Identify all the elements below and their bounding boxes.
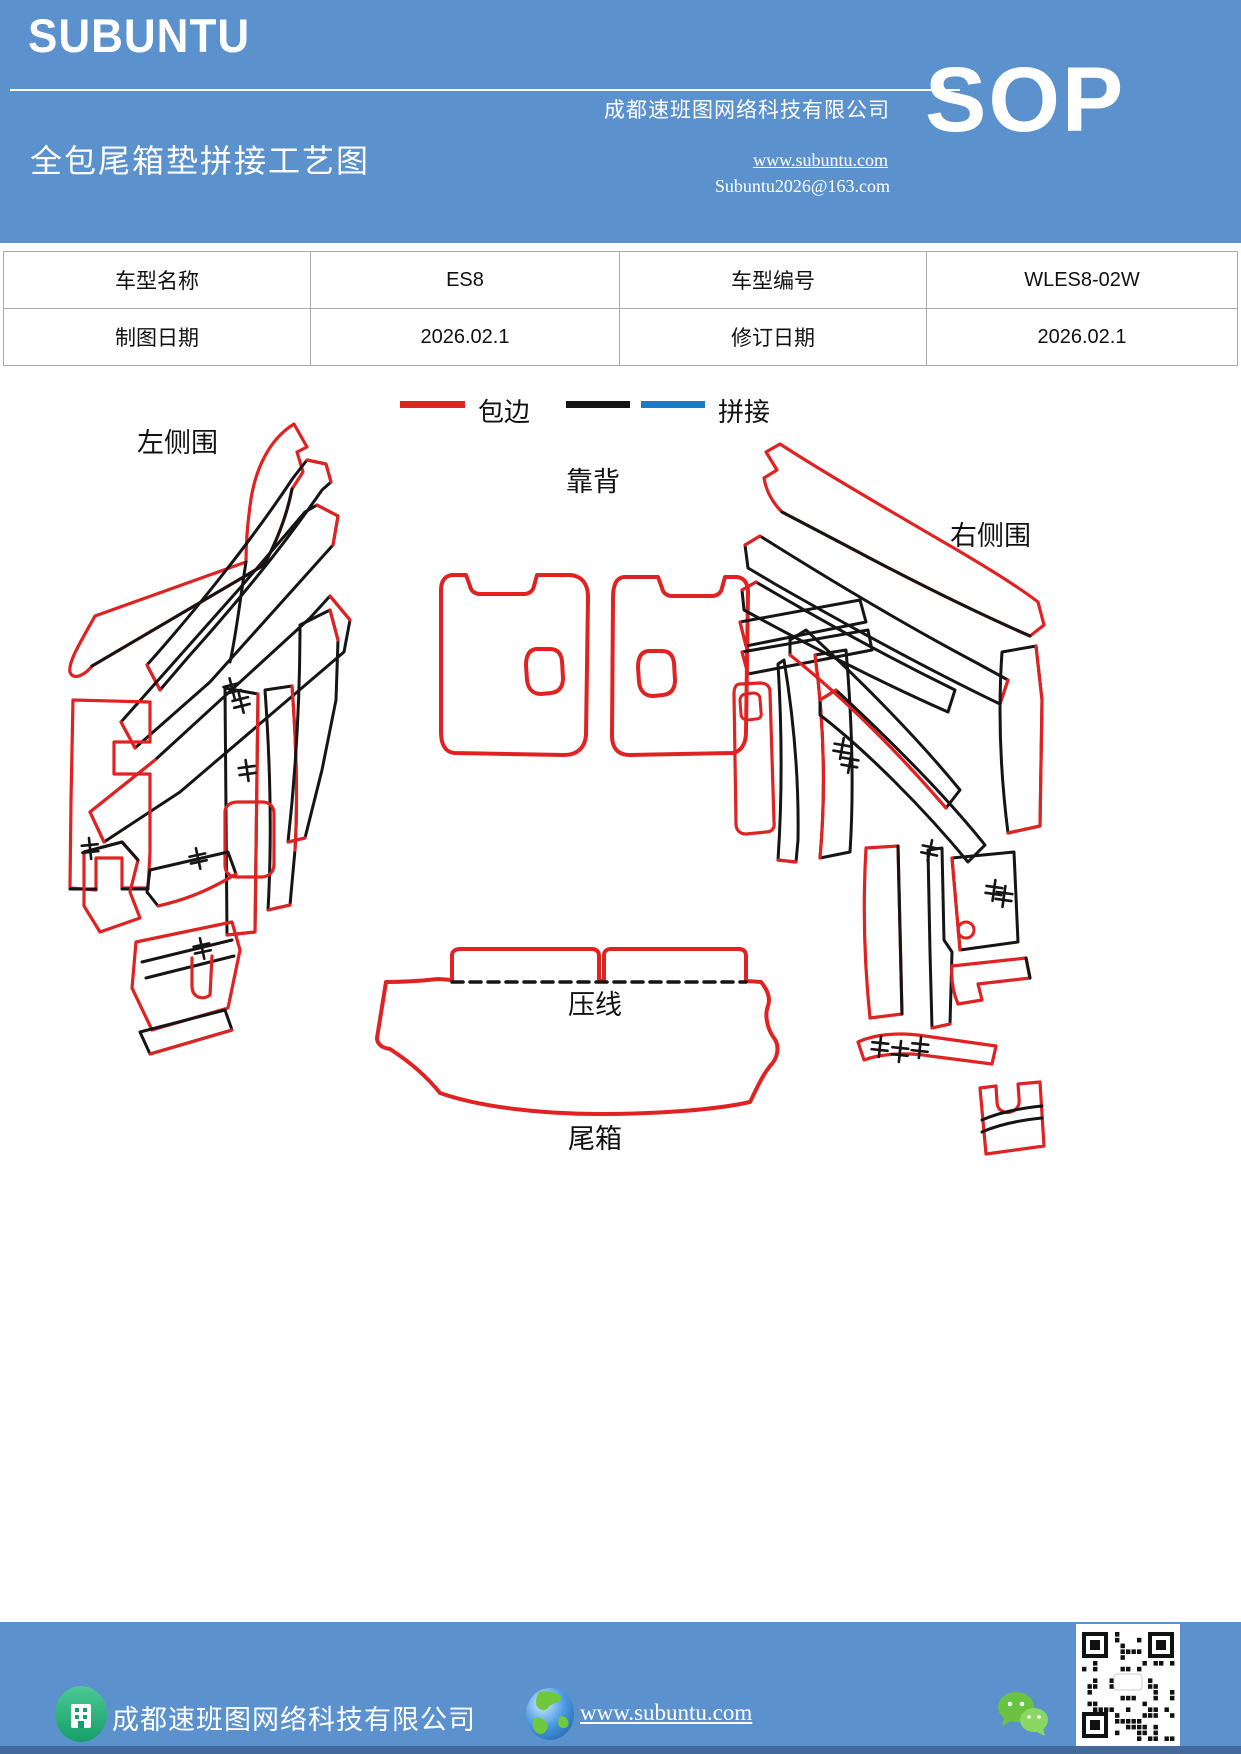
vehicle-info-table: 车型名称 ES8 车型编号 WLES8-02W 制图日期 2026.02.1 修… bbox=[3, 251, 1238, 366]
draw-date-label: 制图日期 bbox=[4, 309, 311, 366]
left-side-pieces bbox=[68, 422, 352, 1056]
legend-splice-blue-line bbox=[641, 401, 705, 408]
company-logo: SUBUNTU bbox=[28, 9, 251, 63]
legend-splice-label: 拼接 bbox=[718, 398, 771, 427]
model-code-label: 车型编号 bbox=[620, 252, 927, 309]
page-title: 全包尾箱垫拼接工艺图 bbox=[30, 143, 371, 179]
revise-date-label: 修订日期 bbox=[620, 309, 927, 366]
trunk-piece bbox=[375, 947, 780, 1116]
right-side-pieces bbox=[732, 442, 1046, 1156]
model-code-value: WLES8-02W bbox=[927, 252, 1238, 309]
label-right-side: 右侧围 bbox=[950, 521, 1031, 551]
qr-code bbox=[1076, 1624, 1180, 1746]
header-website-link[interactable]: www.subuntu.com bbox=[753, 150, 888, 170]
label-press-line: 压线 bbox=[568, 990, 622, 1020]
label-backrest: 靠背 bbox=[566, 467, 620, 497]
wechat-icon bbox=[998, 1692, 1048, 1736]
building-icon bbox=[55, 1686, 107, 1742]
sop-badge: SOP bbox=[925, 49, 1126, 151]
label-trunk: 尾箱 bbox=[568, 1124, 622, 1154]
revise-date-value: 2026.02.1 bbox=[927, 309, 1238, 366]
legend-splice-black-line bbox=[566, 401, 630, 408]
globe-icon bbox=[526, 1688, 574, 1740]
backrest-pieces bbox=[439, 573, 750, 757]
header-divider bbox=[10, 89, 960, 91]
legend-binding-label: 包边 bbox=[478, 398, 531, 427]
header-company-name: 成都速班图网络科技有限公司 bbox=[604, 98, 890, 122]
footer-bottom-strip bbox=[0, 1746, 1241, 1754]
model-name-value: ES8 bbox=[311, 252, 620, 309]
draw-date-value: 2026.02.1 bbox=[311, 309, 620, 366]
header-email: Subuntu2026@163.com bbox=[714, 176, 890, 196]
footer-company-name: 成都速班图网络科技有限公司 bbox=[112, 1705, 476, 1735]
legend-binding-line bbox=[400, 401, 465, 408]
footer-banner bbox=[0, 1622, 1241, 1754]
model-name-label: 车型名称 bbox=[4, 252, 311, 309]
header-banner bbox=[0, 0, 1241, 243]
label-left-side: 左侧围 bbox=[137, 428, 218, 458]
footer-website-link[interactable]: www.subuntu.com bbox=[580, 1700, 753, 1725]
pattern-diagram: 左侧围 靠背 右侧围 压线 尾箱 bbox=[68, 422, 1046, 1156]
